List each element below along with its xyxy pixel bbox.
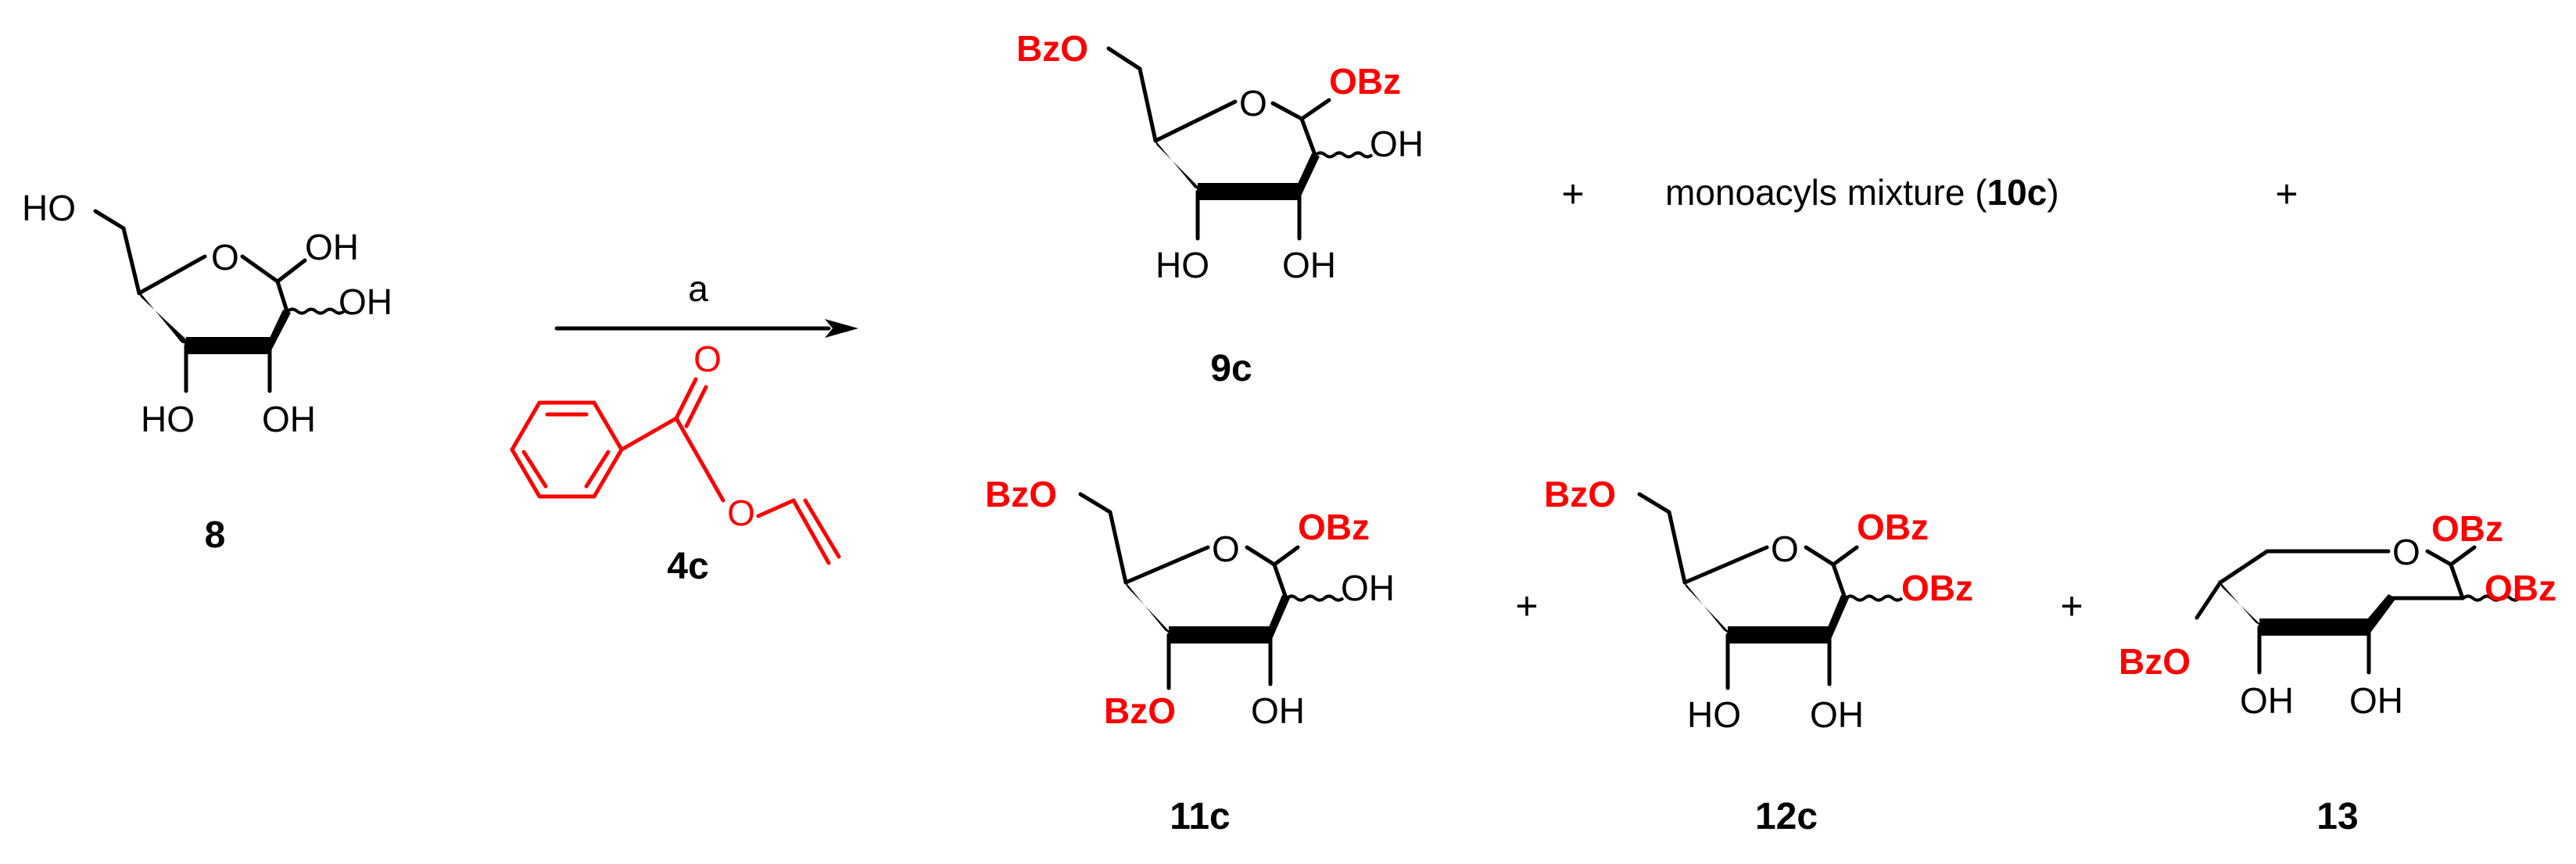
compound-12c: BzO O OBz OBz HO OH 12c — [1544, 474, 1973, 837]
plus-sign-2: + — [2275, 172, 2298, 216]
c8-label: 8 — [205, 514, 226, 556]
c8-c3: HO — [141, 399, 195, 439]
reagent-4c-label: 4c — [667, 546, 708, 587]
c9c-anomeric-side: OH — [1370, 124, 1424, 164]
c9c-c3: HO — [1155, 245, 1209, 285]
c13-ring-o: O — [2392, 532, 2420, 572]
c12c-anomeric-side: OBz — [1901, 568, 1973, 608]
c8-ring-o: O — [211, 237, 239, 278]
c11c-anomeric-side: OH — [1341, 568, 1395, 608]
c12c-anomeric-top: OBz — [1857, 507, 1929, 547]
c12c-c4: OH — [1810, 694, 1864, 735]
plus-sign-3: + — [1515, 584, 1538, 628]
mixture-label: 10c — [1987, 172, 2048, 213]
c11c-ring-o: O — [1212, 529, 1240, 569]
c9c-anomeric-top: OBz — [1329, 61, 1401, 102]
c11c-label: 11c — [1170, 796, 1230, 837]
c12c-c3: HO — [1687, 694, 1741, 735]
compound-9c: BzO O OBz OH HO OH 9c — [1016, 28, 1424, 389]
c8-c4: OH — [262, 399, 316, 439]
c11c-anomeric-top: OBz — [1298, 507, 1370, 547]
c13-c4: BzO — [2119, 641, 2191, 682]
mixture-text: monoacyls mixture (10c) — [1665, 172, 2059, 213]
compound-13: O OBz OBz BzO OH OH 13 — [2119, 508, 2556, 837]
c9c-label: 9c — [1210, 348, 1252, 389]
c11c-c4: OH — [1251, 690, 1305, 731]
reagent-4c-structure: O O 4c — [510, 339, 841, 587]
c11c-c6: BzO — [985, 474, 1057, 514]
c11c-c3: BzO — [1104, 690, 1176, 731]
c12c-label: 12c — [1755, 796, 1818, 837]
c9c-c6: BzO — [1016, 28, 1088, 69]
c8-anomeric-top: OH — [305, 227, 359, 267]
c9c-ring-o: O — [1239, 83, 1267, 124]
reagent-carbonyl-o: O — [693, 339, 722, 379]
c13-c3a: OH — [2240, 680, 2294, 721]
plus-sign-1: + — [1561, 172, 1584, 216]
reaction-arrow: a — [554, 268, 858, 338]
mixture-suffix: ) — [2047, 172, 2058, 213]
c13-anomeric-top: OBz — [2431, 508, 2503, 549]
c12c-c6: BzO — [1544, 474, 1616, 514]
compound-8: HO O OH OH HO OH 8 — [22, 188, 392, 556]
c8-c6-label: HO — [22, 188, 76, 228]
mixture-prefix: monoacyls mixture ( — [1665, 172, 1987, 213]
c9c-c4: OH — [1282, 245, 1336, 285]
c13-label: 13 — [2316, 796, 2358, 837]
reagent-ester-o: O — [727, 493, 755, 533]
c8-anomeric-side: OH — [339, 281, 392, 322]
c13-c3b: OH — [2349, 680, 2403, 721]
plus-sign-4: + — [2060, 584, 2083, 628]
compound-11c: BzO O OBz OH BzO OH 11c — [985, 474, 1395, 837]
c12c-ring-o: O — [1771, 529, 1799, 569]
c13-anomeric-side: OBz — [2485, 568, 2556, 608]
reagent-condition-a: a — [688, 268, 708, 309]
